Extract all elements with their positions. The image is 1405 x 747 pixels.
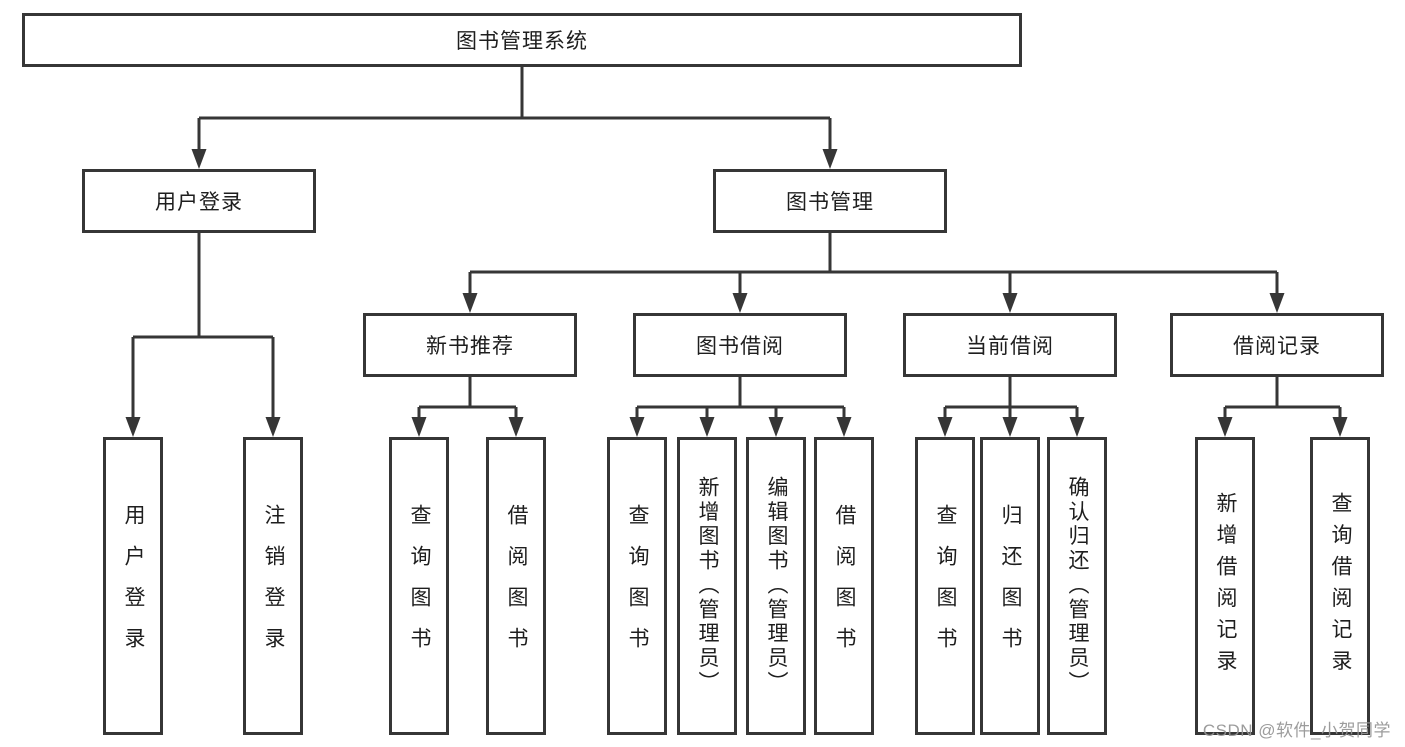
leaf-return-books-label: 归还图书 (999, 504, 1022, 668)
node-user-login-label: 用户登录 (155, 191, 243, 214)
leaf-logout-label: 注销登录 (262, 504, 285, 668)
node-current-borrowing: 当前借阅 (903, 313, 1117, 377)
leaf-query-books-3: 查询图书 (915, 437, 975, 735)
leaf-add-book-admin: 新增图书（管理员） (677, 437, 737, 735)
node-book-management: 图书管理 (713, 169, 947, 233)
node-root-label: 图书管理系统 (456, 30, 588, 53)
node-borrowing-records-label: 借阅记录 (1233, 335, 1321, 358)
node-borrowing-records: 借阅记录 (1170, 313, 1384, 377)
leaf-borrow-books-1-label: 借阅图书 (505, 504, 528, 668)
leaf-return-books: 归还图书 (980, 437, 1040, 735)
leaf-query-books-2-label: 查询图书 (626, 504, 649, 668)
csdn-watermark: CSDN @软件_小贺同学 (1202, 721, 1391, 740)
node-book-borrowing-label: 图书借阅 (696, 335, 784, 358)
leaf-query-books-2: 查询图书 (607, 437, 667, 735)
leaf-add-borrow-record-label: 新增借阅记录 (1214, 491, 1237, 681)
leaf-add-book-admin-label: 新增图书（管理员） (696, 476, 719, 696)
node-book-borrowing: 图书借阅 (633, 313, 847, 377)
leaf-borrow-books-2-label: 借阅图书 (833, 504, 856, 668)
node-new-book-recommendation: 新书推荐 (363, 313, 577, 377)
node-book-management-label: 图书管理 (786, 191, 874, 214)
node-user-login: 用户登录 (82, 169, 316, 233)
leaf-query-books-1-label: 查询图书 (408, 504, 431, 668)
leaf-query-books-3-label: 查询图书 (934, 504, 957, 668)
leaf-query-borrow-record-label: 查询借阅记录 (1329, 491, 1352, 681)
leaf-query-borrow-record: 查询借阅记录 (1310, 437, 1370, 735)
leaf-confirm-return-admin: 确认归还（管理员） (1047, 437, 1107, 735)
node-current-borrowing-label: 当前借阅 (966, 335, 1054, 358)
leaf-confirm-return-admin-label: 确认归还（管理员） (1066, 476, 1089, 696)
leaf-borrow-books-1: 借阅图书 (486, 437, 546, 735)
leaf-logout: 注销登录 (243, 437, 303, 735)
leaf-user-login-label: 用户登录 (122, 504, 145, 668)
node-new-book-recommendation-label: 新书推荐 (426, 335, 514, 358)
leaf-user-login: 用户登录 (103, 437, 163, 735)
leaf-edit-book-admin: 编辑图书（管理员） (746, 437, 806, 735)
leaf-add-borrow-record: 新增借阅记录 (1195, 437, 1255, 735)
leaf-query-books-1: 查询图书 (389, 437, 449, 735)
node-root: 图书管理系统 (22, 13, 1022, 67)
leaf-borrow-books-2: 借阅图书 (814, 437, 874, 735)
leaf-edit-book-admin-label: 编辑图书（管理员） (765, 476, 788, 696)
